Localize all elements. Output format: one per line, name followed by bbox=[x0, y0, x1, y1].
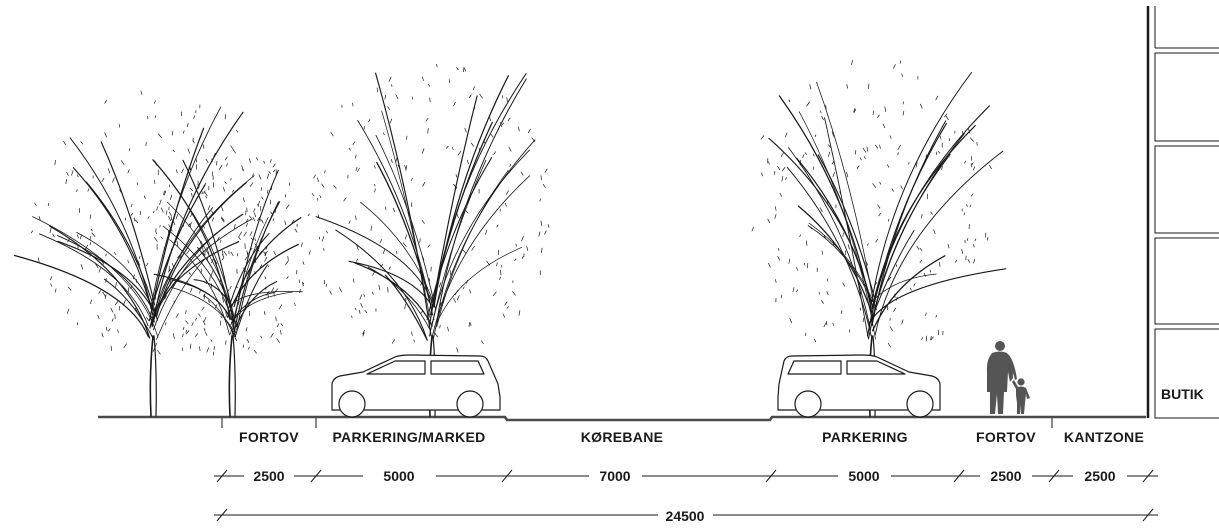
segment-dimension-labels: 2500 5000 7000 5000 2500 2500 bbox=[253, 468, 1115, 484]
dimension-label-kantzone: 2500 bbox=[1084, 468, 1115, 484]
zone-label-parkering: PARKERING bbox=[822, 429, 908, 445]
dimension-label-parkering-marked: 5000 bbox=[383, 468, 414, 484]
dimension-label-parkering: 5000 bbox=[848, 468, 879, 484]
segment-dimension-line bbox=[214, 469, 1158, 483]
building-label-butik: BUTIK bbox=[1161, 386, 1204, 402]
building-facade-icon bbox=[1146, 6, 1219, 419]
tree-icon bbox=[152, 145, 311, 417]
dimension-tick-marks bbox=[216, 469, 1154, 483]
tree-foliage bbox=[154, 145, 311, 356]
ground-line bbox=[98, 415, 1146, 422]
trees-layer bbox=[13, 59, 1007, 417]
dimension-label-korebane: 7000 bbox=[599, 468, 630, 484]
zone-label-korebane: KØREBANE bbox=[581, 429, 664, 445]
total-dimension-line bbox=[214, 508, 1158, 522]
zone-label-fortov-left: FORTOV bbox=[239, 429, 299, 445]
adult-with-child-icon bbox=[986, 341, 1030, 414]
dimension-label-fortov-right: 2500 bbox=[990, 468, 1021, 484]
car-icon bbox=[777, 354, 941, 418]
dimension-label-fortov-left: 2500 bbox=[253, 468, 284, 484]
tree-icon bbox=[751, 59, 1007, 417]
tree-foliage bbox=[311, 64, 550, 353]
tree-icon bbox=[311, 64, 550, 417]
zone-label-kantzone: KANTZONE bbox=[1064, 429, 1144, 445]
zone-labels: FORTOV PARKERING/MARKED KØREBANE PARKERI… bbox=[221, 418, 1144, 445]
car-icon bbox=[331, 354, 501, 418]
dimension-label-total: 24500 bbox=[666, 508, 705, 524]
tree-icon bbox=[13, 90, 275, 417]
zone-label-parkering-marked: PARKERING/MARKED bbox=[332, 429, 485, 445]
tree-foliage bbox=[751, 59, 992, 357]
zone-label-fortov-right: FORTOV bbox=[976, 429, 1036, 445]
